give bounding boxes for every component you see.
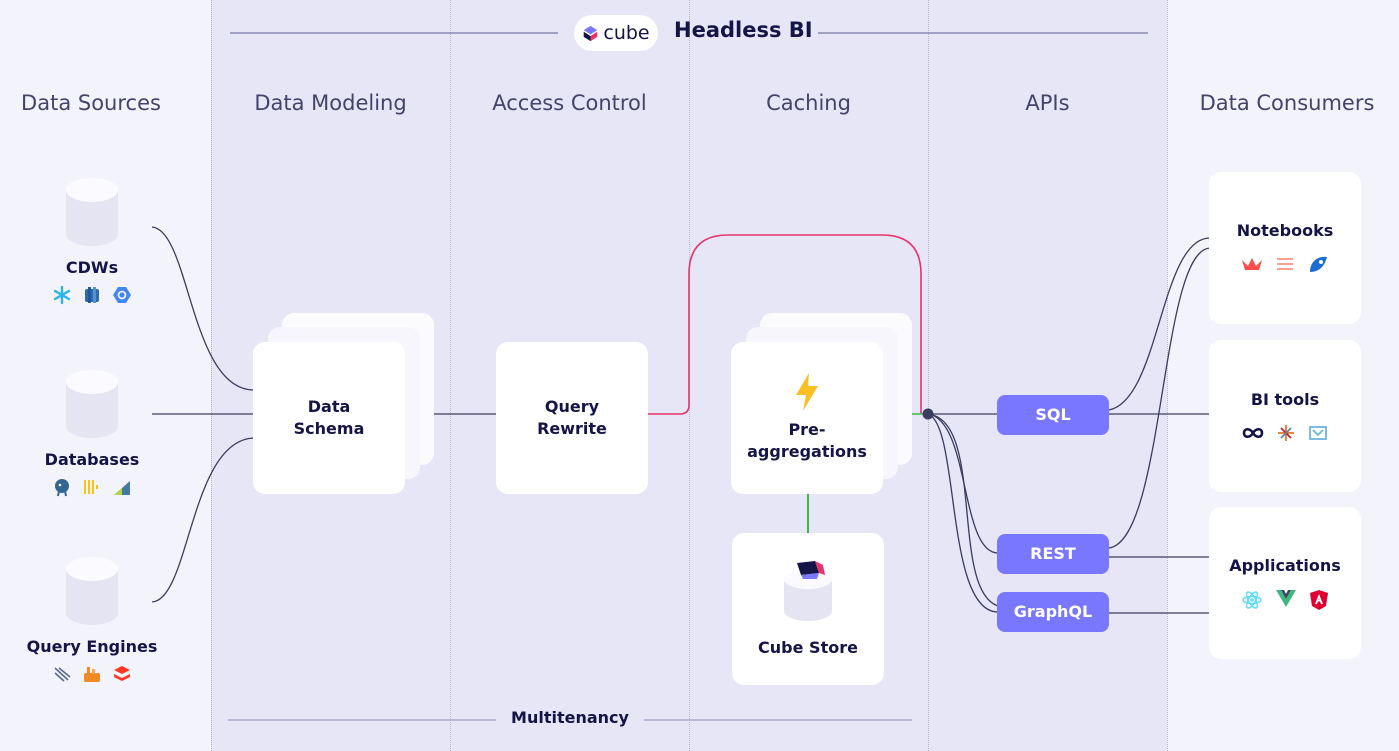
source-query-engines: Query Engines (7, 555, 177, 684)
hex-icon (1277, 257, 1293, 270)
cube-store-icon (784, 561, 832, 621)
consumer-label: Applications (1229, 555, 1341, 575)
junction-dot (922, 408, 934, 420)
card-label: Query Rewrite (537, 397, 607, 438)
wire-sql-notebooks (1108, 237, 1211, 411)
column-title-consumers: Data Consumers (1199, 91, 1375, 115)
cube-store-card: Cube Store (732, 533, 884, 685)
wire-to-rest (927, 413, 999, 554)
multitenancy-label: Multitenancy (511, 708, 629, 727)
superset-icon (1309, 425, 1327, 440)
metabase-icon (1242, 427, 1264, 438)
column-divider (928, 0, 929, 751)
query-rewrite-card: Query Rewrite (496, 342, 648, 494)
source-databases: Databases (7, 368, 177, 497)
postgres-icon (55, 479, 69, 497)
mysql-icon (114, 481, 130, 495)
column-title-caching: Caching (766, 91, 851, 115)
bigquery-icon (113, 287, 131, 303)
wire-to-graphql-a (927, 413, 999, 607)
graphql-api-button[interactable]: GraphQL (997, 592, 1109, 632)
card-label: Data Schema (293, 397, 365, 438)
consumer-bi-tools: BI tools (1209, 340, 1361, 492)
consumer-applications: Applications (1209, 507, 1361, 659)
streamlit-icon (1242, 257, 1262, 270)
redshift-icon (85, 287, 99, 303)
column-divider (1167, 0, 1168, 751)
card-label: Pre- aggregations (747, 420, 867, 461)
cube-logo-icon (584, 25, 598, 41)
wire-cdws (151, 226, 255, 391)
deepnote-icon (1310, 256, 1327, 272)
angular-icon (1310, 589, 1328, 610)
column-title-access: Access Control (492, 91, 647, 115)
data-schema-card: Data Schema (253, 342, 405, 494)
cylinder-icon (66, 370, 118, 438)
wire-rest-notebooks (1108, 247, 1211, 549)
column-title-apis: APIs (1025, 91, 1070, 115)
pre-aggregations-card: Pre- aggregations (731, 342, 883, 494)
tableau-icon (1278, 424, 1294, 441)
sql-api-button[interactable]: SQL (997, 395, 1109, 435)
column-title-modeling: Data Modeling (254, 91, 407, 115)
databricks-icon (114, 666, 130, 681)
snowflake-icon (53, 285, 71, 305)
source-label: CDWs (65, 258, 119, 277)
cylinder-icon (66, 178, 118, 246)
page-title: Headless BI (674, 18, 813, 42)
trino-icon (54, 667, 71, 682)
column-divider (450, 0, 451, 751)
path-cache-miss (648, 234, 922, 415)
source-label: Query Engines (26, 637, 158, 656)
wire-to-graphql-b (927, 413, 999, 613)
source-label: Databases (44, 450, 140, 469)
consumer-label: BI tools (1250, 389, 1320, 409)
column-divider (211, 0, 212, 751)
consumer-notebooks: Notebooks (1209, 172, 1361, 324)
vue-icon (1276, 589, 1296, 607)
react-icon (1242, 590, 1262, 609)
column-title-sources: Data Sources (21, 91, 161, 115)
brand-name: cube (603, 22, 650, 44)
lightning-icon (796, 373, 818, 411)
cube-brand-badge: cube (574, 15, 658, 51)
rest-api-button[interactable]: REST (997, 534, 1109, 574)
consumer-label: Notebooks (1236, 220, 1334, 240)
cylinder-icon (66, 557, 118, 625)
source-cdws: CDWs (7, 176, 177, 305)
druid-icon (84, 667, 100, 682)
clickhouse-icon (84, 480, 98, 494)
wire-query-engines (151, 437, 255, 603)
card-label: Cube Store (758, 638, 858, 657)
